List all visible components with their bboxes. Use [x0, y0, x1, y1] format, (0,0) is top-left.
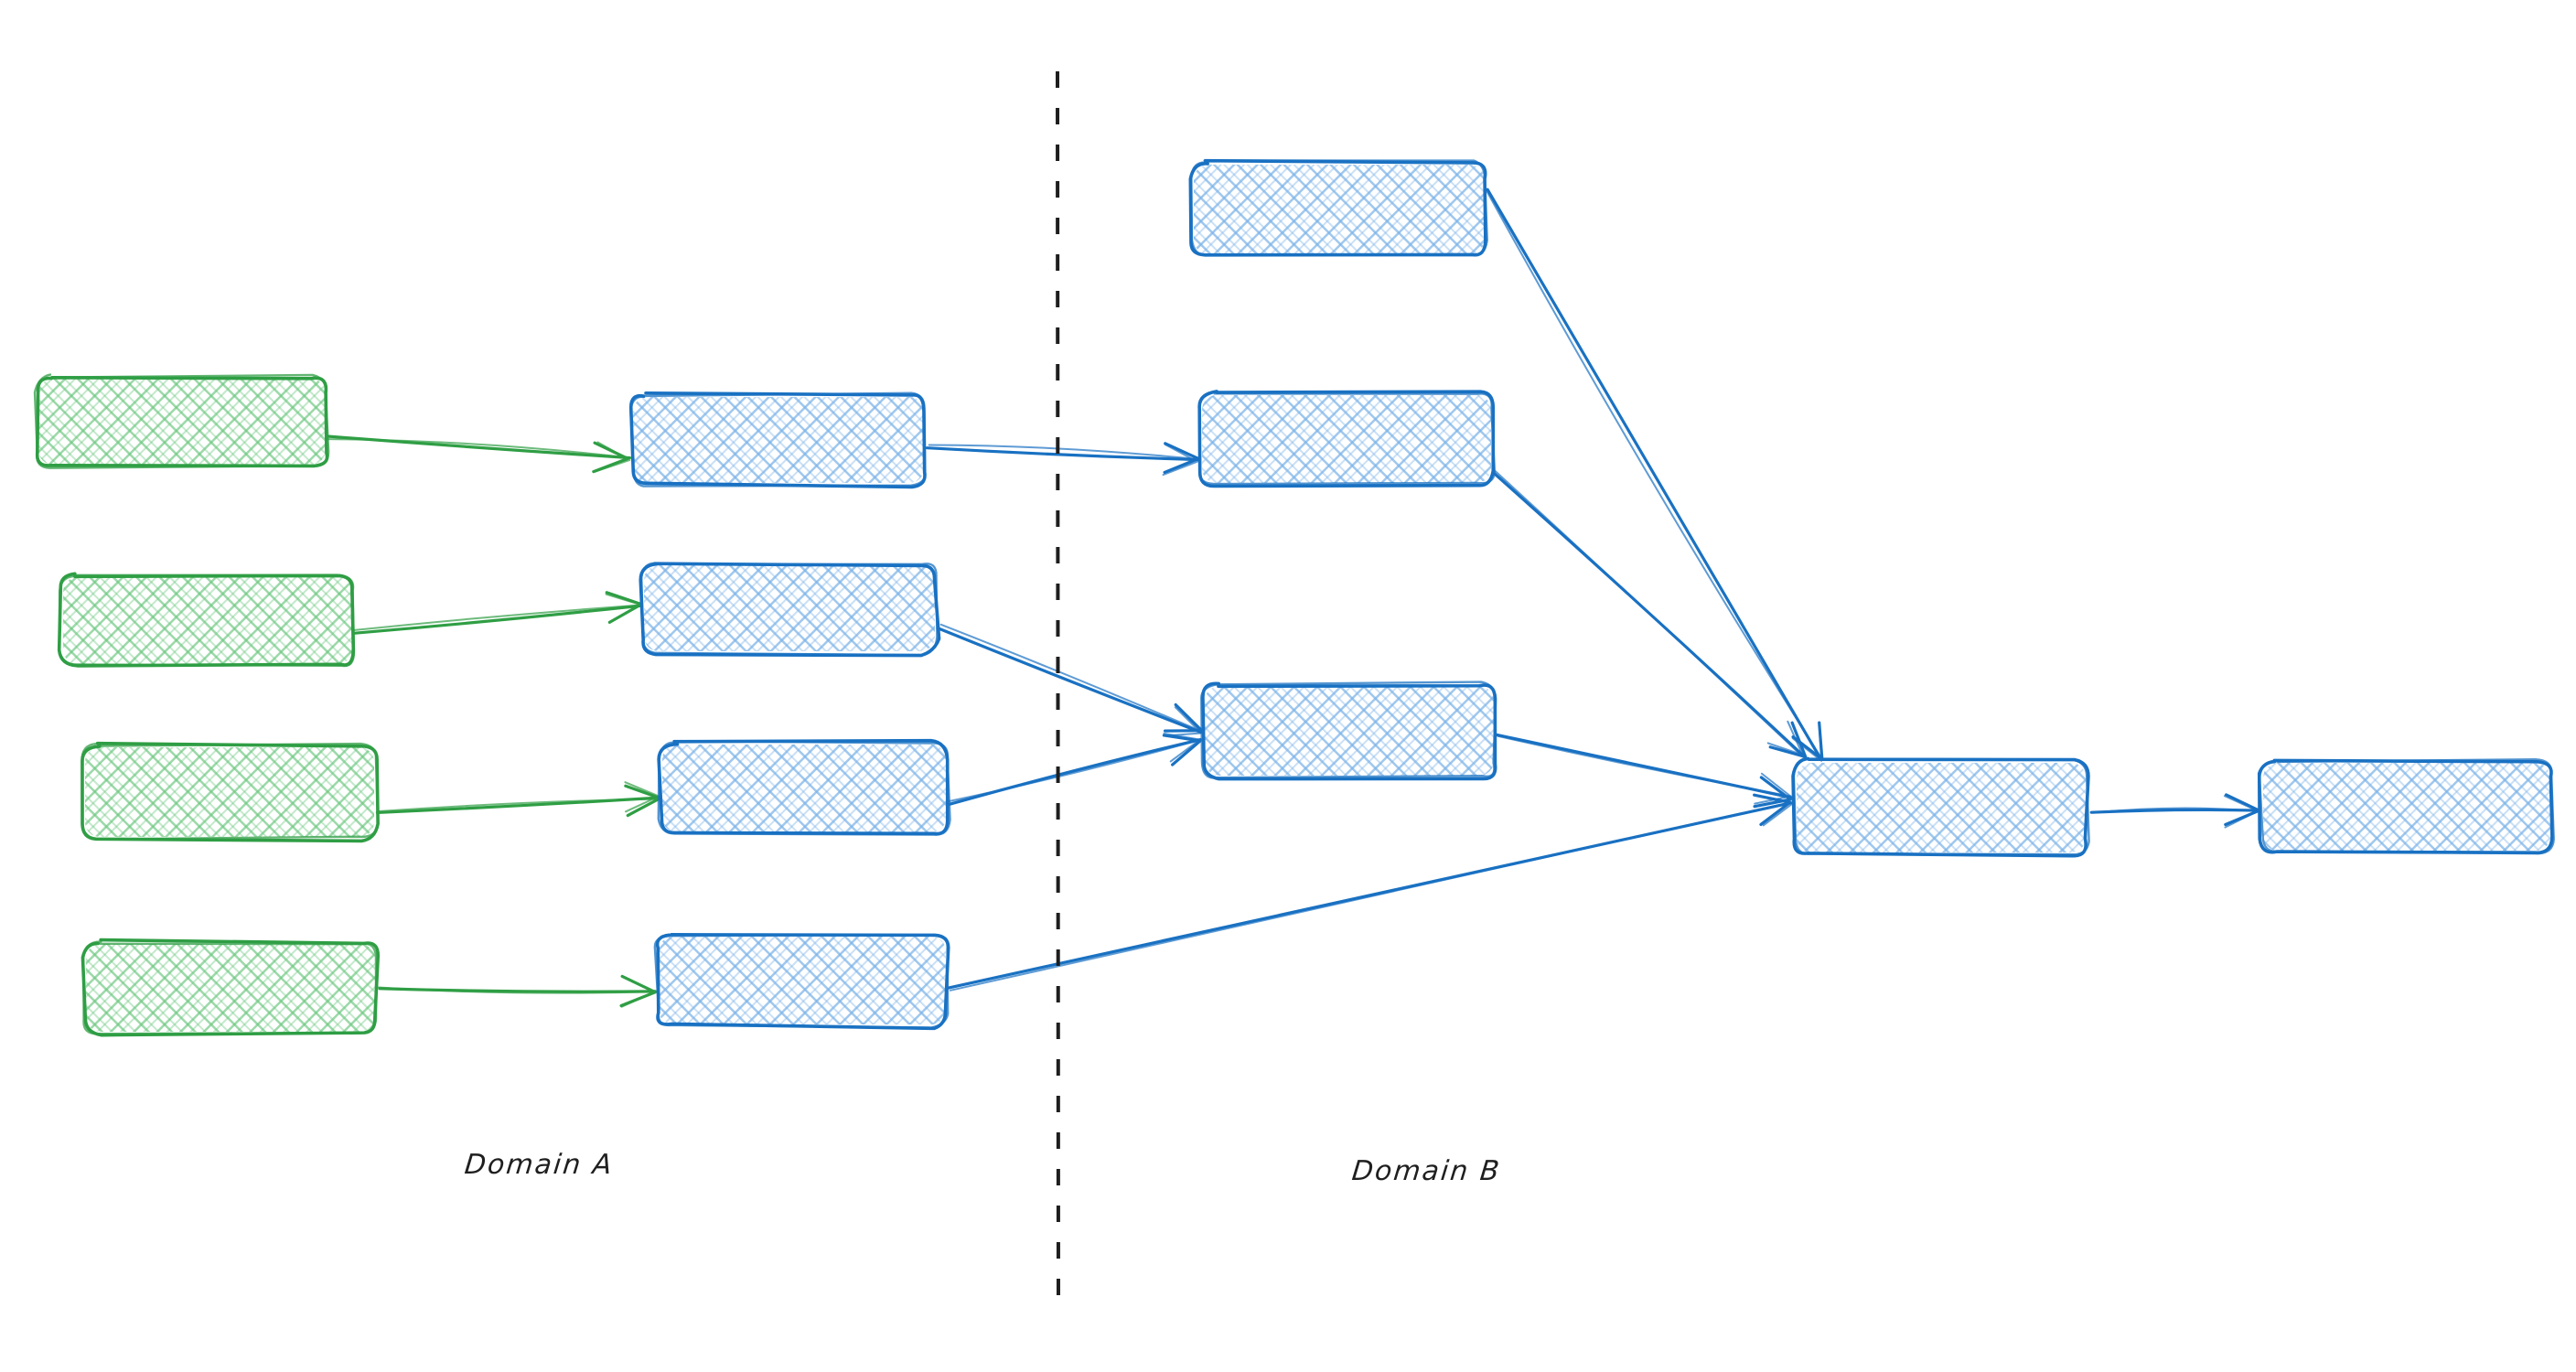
- node-m4[interactable]: [653, 933, 950, 1031]
- edge-e-m1-b2: [925, 442, 1201, 477]
- edge-e-b1-c1: [1486, 188, 1824, 762]
- edge-shaft: [326, 438, 631, 459]
- node-outline: [629, 391, 927, 488]
- edge-arrowhead: [1766, 720, 1804, 756]
- node-fill-hatch: [1205, 686, 1494, 776]
- edge-e-c1-d1: [2089, 793, 2261, 829]
- edge-shaft: [353, 604, 642, 635]
- node-outline: [657, 739, 951, 836]
- edge-arrowhead: [620, 975, 657, 1008]
- node-fill-hatch: [662, 745, 946, 832]
- edge-arrowhead: [1163, 732, 1201, 763]
- edge-shaft: [928, 444, 1201, 461]
- edge-arrowhead: [1768, 721, 1808, 759]
- edge-e-a3-m3: [375, 781, 662, 818]
- node-layer: [33, 158, 2555, 1037]
- node-fill-hatch: [2263, 763, 2550, 851]
- node-outline: [640, 562, 939, 657]
- node-outline: [81, 940, 378, 1035]
- node-outline: [80, 742, 380, 841]
- edge-shaft: [2092, 807, 2259, 814]
- node-b2[interactable]: [1197, 390, 1497, 488]
- domain-b-label: Domain B: [1350, 1155, 1503, 1187]
- node-outline: [58, 573, 356, 668]
- node-fill-hatch: [63, 577, 352, 664]
- edge-shaft: [948, 738, 1202, 803]
- node-d1[interactable]: [2257, 757, 2555, 855]
- node-a4[interactable]: [80, 938, 381, 1037]
- node-outline: [1792, 757, 2090, 856]
- edge-shaft: [378, 798, 660, 813]
- edge-shaft: [1497, 734, 1792, 798]
- edge-arrowhead: [594, 441, 631, 473]
- edge-e-a4-m4: [377, 974, 658, 1008]
- node-fill-hatch: [1202, 395, 1491, 483]
- node-a1[interactable]: [33, 373, 330, 469]
- edge-shaft: [1486, 189, 1823, 760]
- edge-e-b2-c1: [1493, 470, 1808, 759]
- edge-e-b3-c1: [1495, 733, 1793, 809]
- node-b3[interactable]: [1200, 681, 1497, 781]
- edge-arrowhead: [1753, 776, 1792, 809]
- node-fill-hatch: [86, 944, 375, 1032]
- divider-layer: [1056, 70, 1060, 1309]
- node-a2[interactable]: [57, 572, 356, 668]
- node-outline: [1198, 391, 1497, 486]
- node-m1[interactable]: [628, 391, 927, 489]
- node-outline: [2258, 757, 2555, 855]
- node-fill-hatch: [1194, 165, 1485, 254]
- node-a3[interactable]: [80, 741, 380, 843]
- edge-e-m4-c1: [947, 793, 1794, 991]
- edge-arrowhead: [1162, 443, 1198, 477]
- domain-divider-line: [1056, 70, 1060, 1309]
- edge-shaft: [925, 446, 1201, 462]
- edge-shaft: [352, 604, 642, 632]
- domain-a-label: Domain A: [463, 1149, 616, 1181]
- edge-shaft: [377, 986, 658, 994]
- edge-shaft: [1486, 188, 1823, 761]
- node-c1[interactable]: [1791, 756, 2090, 858]
- edge-e-m3-b3: [948, 732, 1203, 806]
- edge-e-m2-b3: [936, 623, 1204, 737]
- edge-e-a2-m2: [352, 591, 643, 635]
- edge-shaft: [936, 627, 1203, 734]
- edge-shaft: [1494, 470, 1804, 758]
- edge-shaft: [949, 801, 1791, 991]
- edge-arrowhead: [1754, 772, 1792, 805]
- node-fill-hatch: [1797, 763, 2086, 852]
- node-m3[interactable]: [657, 738, 951, 836]
- node-fill-hatch: [659, 937, 946, 1024]
- edge-e-a1-m1: [326, 434, 632, 474]
- node-m2[interactable]: [639, 562, 941, 658]
- edge-arrowhead: [1162, 734, 1202, 766]
- node-fill-hatch: [85, 747, 374, 837]
- node-fill-hatch: [644, 565, 935, 651]
- node-outline: [1190, 159, 1488, 257]
- node-outline: [653, 933, 950, 1029]
- node-b1[interactable]: [1188, 158, 1488, 257]
- edge-shaft: [948, 737, 1203, 806]
- node-fill-hatch: [38, 379, 326, 465]
- edge-shaft: [939, 623, 1204, 733]
- node-fill-hatch: [633, 397, 924, 483]
- node-outline: [33, 373, 330, 469]
- node-outline: [1200, 681, 1497, 779]
- edge-layer: [326, 188, 2261, 1008]
